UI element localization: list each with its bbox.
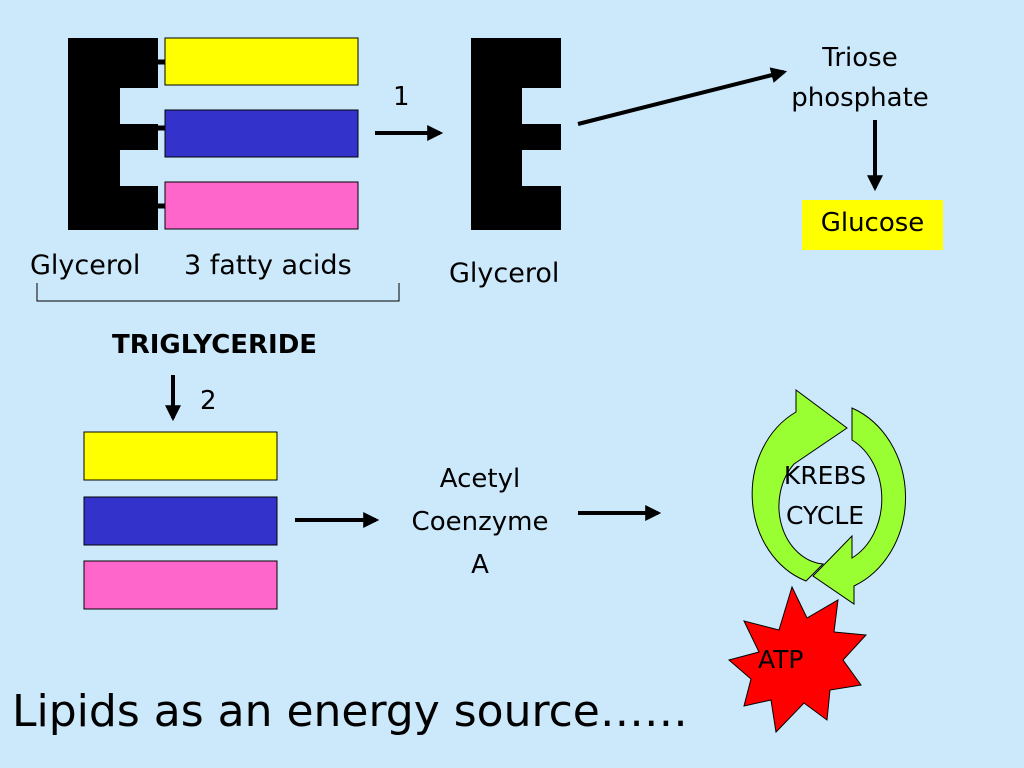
atp-label: ATP bbox=[758, 645, 804, 674]
step-1-label: 1 bbox=[393, 82, 410, 112]
triose-phosphate-label: Triose phosphate bbox=[770, 38, 950, 118]
atp-burst bbox=[727, 585, 868, 734]
fatty-acid-blue-free bbox=[83, 496, 278, 546]
acetyl-line-1: Acetyl bbox=[439, 464, 521, 494]
glycerol-backbone-right bbox=[471, 38, 561, 230]
fatty-acid-yellow-free bbox=[83, 431, 278, 481]
glycerol-label-right: Glycerol bbox=[449, 258, 560, 289]
krebs-cycle-label: KREBS CYCLE bbox=[755, 456, 895, 536]
fatty-acid-blue-attached bbox=[164, 109, 359, 158]
fatty-acid-pink-free bbox=[83, 560, 278, 610]
fatty-acid-pink-attached bbox=[164, 181, 359, 230]
arrow-to-triose bbox=[577, 67, 788, 126]
acetyl-coa-label: Acetyl Coenzyme A bbox=[395, 458, 565, 587]
fatty-acid-yellow-attached bbox=[164, 37, 359, 86]
krebs-line-2: CYCLE bbox=[785, 501, 865, 530]
slide-title: Lipids as an energy source…… bbox=[12, 686, 688, 737]
glucose-highlight bbox=[802, 200, 943, 250]
triose-line-2: phosphate bbox=[791, 83, 929, 113]
krebs-line-1: KREBS bbox=[783, 461, 867, 490]
krebs-cycle-arrows bbox=[751, 389, 907, 605]
triglyceride-label: TRIGLYCERIDE bbox=[112, 330, 318, 360]
triose-line-1: Triose bbox=[822, 43, 898, 73]
acetyl-line-3: A bbox=[471, 550, 489, 580]
triglyceride-bracket bbox=[36, 283, 400, 302]
acetyl-line-2: Coenzyme bbox=[411, 507, 549, 537]
glycerol-label-left: Glycerol bbox=[30, 250, 141, 281]
step-2-label: 2 bbox=[200, 386, 217, 416]
glucose-label: Glucose bbox=[820, 208, 925, 238]
glycerol-backbone-left bbox=[68, 38, 158, 230]
fatty-acids-label: 3 fatty acids bbox=[184, 250, 352, 281]
